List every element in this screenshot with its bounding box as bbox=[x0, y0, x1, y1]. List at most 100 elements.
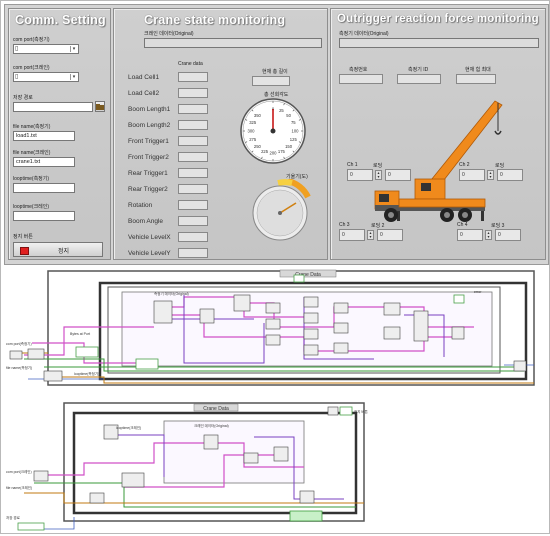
chevron-down-icon: ▾ bbox=[70, 46, 77, 52]
measure-no-label: 측정번호 bbox=[349, 67, 368, 73]
stop-led-icon bbox=[20, 247, 29, 255]
ch4-label: Ch 4 bbox=[457, 222, 468, 228]
file-name-2-label: file name(크레인) bbox=[13, 150, 51, 156]
file-name-1-input[interactable]: load1.txt bbox=[13, 131, 75, 141]
crane-data-row-label: Boom Angle bbox=[128, 218, 164, 225]
diagram-looptime-2: looptime(크레인) bbox=[116, 425, 141, 430]
gauge-tick-label: 175 bbox=[278, 149, 286, 154]
gauge-tick-mark bbox=[251, 109, 254, 112]
crane-state-title: Crane state monitoring bbox=[144, 13, 286, 27]
looptime-2-input[interactable] bbox=[13, 211, 75, 221]
crane-data-row-value bbox=[178, 88, 208, 98]
crane-data-row-label: Load Cell1 bbox=[128, 74, 160, 81]
ch4-stepper[interactable]: ▴▾ bbox=[485, 230, 492, 240]
device-id-display bbox=[397, 74, 441, 84]
looptime-2-label: looptime(크레인) bbox=[13, 204, 50, 210]
io-icon: ▯ bbox=[15, 46, 19, 52]
gauge-tick-label: 50 bbox=[286, 113, 291, 118]
gauge-tick-label: 225 bbox=[261, 149, 269, 154]
slew-angle-gauge: 0255075100125150175200225250275300325350 bbox=[240, 98, 306, 164]
ch2-stepper[interactable]: ▴▾ bbox=[487, 170, 494, 180]
outrigger-raw-label: 측정기 데이터(Original) bbox=[339, 31, 389, 37]
current-total-length-display bbox=[252, 76, 290, 86]
crane-raw-display bbox=[144, 38, 322, 48]
diagram-save-path: 저장 경로 bbox=[6, 515, 21, 520]
gauge-tick-label: 275 bbox=[249, 137, 257, 142]
ch2-small-label: 로딩 bbox=[495, 163, 505, 169]
com-port-1-select[interactable]: ▯ ▾ bbox=[13, 44, 79, 54]
stop-label: 정지 버튼 bbox=[13, 234, 33, 240]
ch2-label: Ch 2 bbox=[459, 162, 470, 168]
gauge-tick-mark bbox=[261, 156, 263, 159]
ch1-raw-value: 0 bbox=[385, 169, 411, 181]
crane-data-row-value bbox=[178, 152, 208, 162]
gauge-tick-mark bbox=[292, 150, 295, 153]
gauge-tick-label: 250 bbox=[254, 144, 262, 149]
outrigger-title: Outrigger reaction force monitoring bbox=[337, 13, 539, 25]
chevron-down-icon: ▾ bbox=[70, 74, 77, 80]
device-id-label: 측정기 ID bbox=[408, 67, 429, 73]
crane-data-row-label: Rotation bbox=[128, 202, 153, 209]
tilt-gauge-title: 기울기(도) bbox=[286, 174, 308, 180]
crane-data-row-value bbox=[178, 72, 208, 82]
ch2-raw-value: 0 bbox=[497, 169, 523, 181]
gauge-tick-mark bbox=[283, 156, 285, 159]
gauge-tick-mark bbox=[292, 109, 295, 112]
outrigger-panel: Outrigger reaction force monitoring 측정기 … bbox=[330, 8, 546, 260]
looptime-1-label: looptime(측정기) bbox=[13, 176, 50, 182]
com-port-2-select[interactable]: ▯ ▾ bbox=[13, 72, 79, 82]
crane-data-row-value bbox=[178, 184, 208, 194]
ch1-label: Ch 1 bbox=[347, 162, 358, 168]
io-icon: ▯ bbox=[15, 74, 19, 80]
crane-data-row-label: Rear Trigger2 bbox=[128, 186, 168, 193]
crane-data-row-value bbox=[178, 104, 208, 114]
gauge-tick-mark bbox=[245, 119, 248, 121]
stop-button[interactable]: 정지 bbox=[13, 242, 103, 257]
folder-icon bbox=[96, 104, 104, 110]
stop-button-label: 정지 bbox=[58, 249, 70, 255]
ch1-stepper[interactable]: ▴▾ bbox=[375, 170, 382, 180]
diagram-raw-label: 측정기 데이터(Original) bbox=[154, 291, 189, 296]
gauge-tick-mark bbox=[245, 141, 248, 143]
gauge-tick-label: 300 bbox=[248, 129, 256, 134]
outrigger-raw-display bbox=[339, 38, 539, 48]
crane-state-panel: Crane state monitoring 크레인 데이터(Original)… bbox=[113, 8, 328, 260]
crane-data-row-value bbox=[178, 136, 208, 146]
ch3-small-label: 로딩 2 bbox=[371, 223, 385, 229]
crane-data-row-label: Boom Length1 bbox=[128, 106, 171, 113]
diagram-com-port-1: com port(측정기) bbox=[6, 341, 32, 346]
crane-data-row-label: Vehicle LevelX bbox=[128, 234, 171, 241]
ch3-stepper[interactable]: ▴▾ bbox=[367, 230, 374, 240]
diagram-file-name-1: file name(측정기) bbox=[6, 365, 32, 370]
gauge-tick-mark bbox=[298, 119, 301, 121]
crane-data-row-label: Vehicle LevelY bbox=[128, 250, 171, 257]
save-path-input[interactable] bbox=[13, 102, 93, 112]
file-name-2-input[interactable]: crane1.txt bbox=[13, 157, 75, 167]
block-diagram: Crane Data bbox=[4, 267, 547, 531]
gauge-tick-label: 350 bbox=[254, 113, 262, 118]
crane-raw-label: 크레인 데이터(Original) bbox=[144, 31, 194, 37]
gauge-tick-label: 325 bbox=[249, 120, 257, 125]
diagram-looptime-1: looptime(측정기) bbox=[74, 371, 99, 376]
ch3-value: 0 bbox=[339, 229, 365, 241]
looptime-1-input[interactable] bbox=[13, 183, 75, 193]
browse-folder-button[interactable] bbox=[95, 101, 105, 112]
gauge-tick-label: 100 bbox=[292, 129, 300, 134]
gauge-tick-mark bbox=[251, 150, 254, 153]
com-port-1-label: com port(측정기) bbox=[13, 37, 50, 43]
diagram-stop: 정지 버튼 bbox=[354, 409, 369, 414]
gauge-tick-label: 200 bbox=[270, 151, 278, 156]
crane-data-row-value bbox=[178, 248, 208, 258]
diagram-com-port-2: com port(크레인) bbox=[6, 469, 32, 474]
slew-gauge-title: 총 선회각도 bbox=[264, 92, 289, 98]
ch4-raw-value: 0 bbox=[495, 229, 521, 241]
ch1-small-label: 로딩 bbox=[373, 163, 383, 169]
gauge-tick-label: 125 bbox=[290, 137, 298, 142]
gauge-tick-label: 150 bbox=[285, 144, 293, 149]
lower-frame-title: Crane Data bbox=[203, 406, 229, 412]
crane-data-row-label: Load Cell2 bbox=[128, 90, 160, 97]
diagram-crane-raw: 크레인 데이터(Original) bbox=[194, 423, 229, 428]
upper-frame-title: Crane Data bbox=[295, 272, 321, 278]
tilt-gauge bbox=[252, 179, 311, 241]
